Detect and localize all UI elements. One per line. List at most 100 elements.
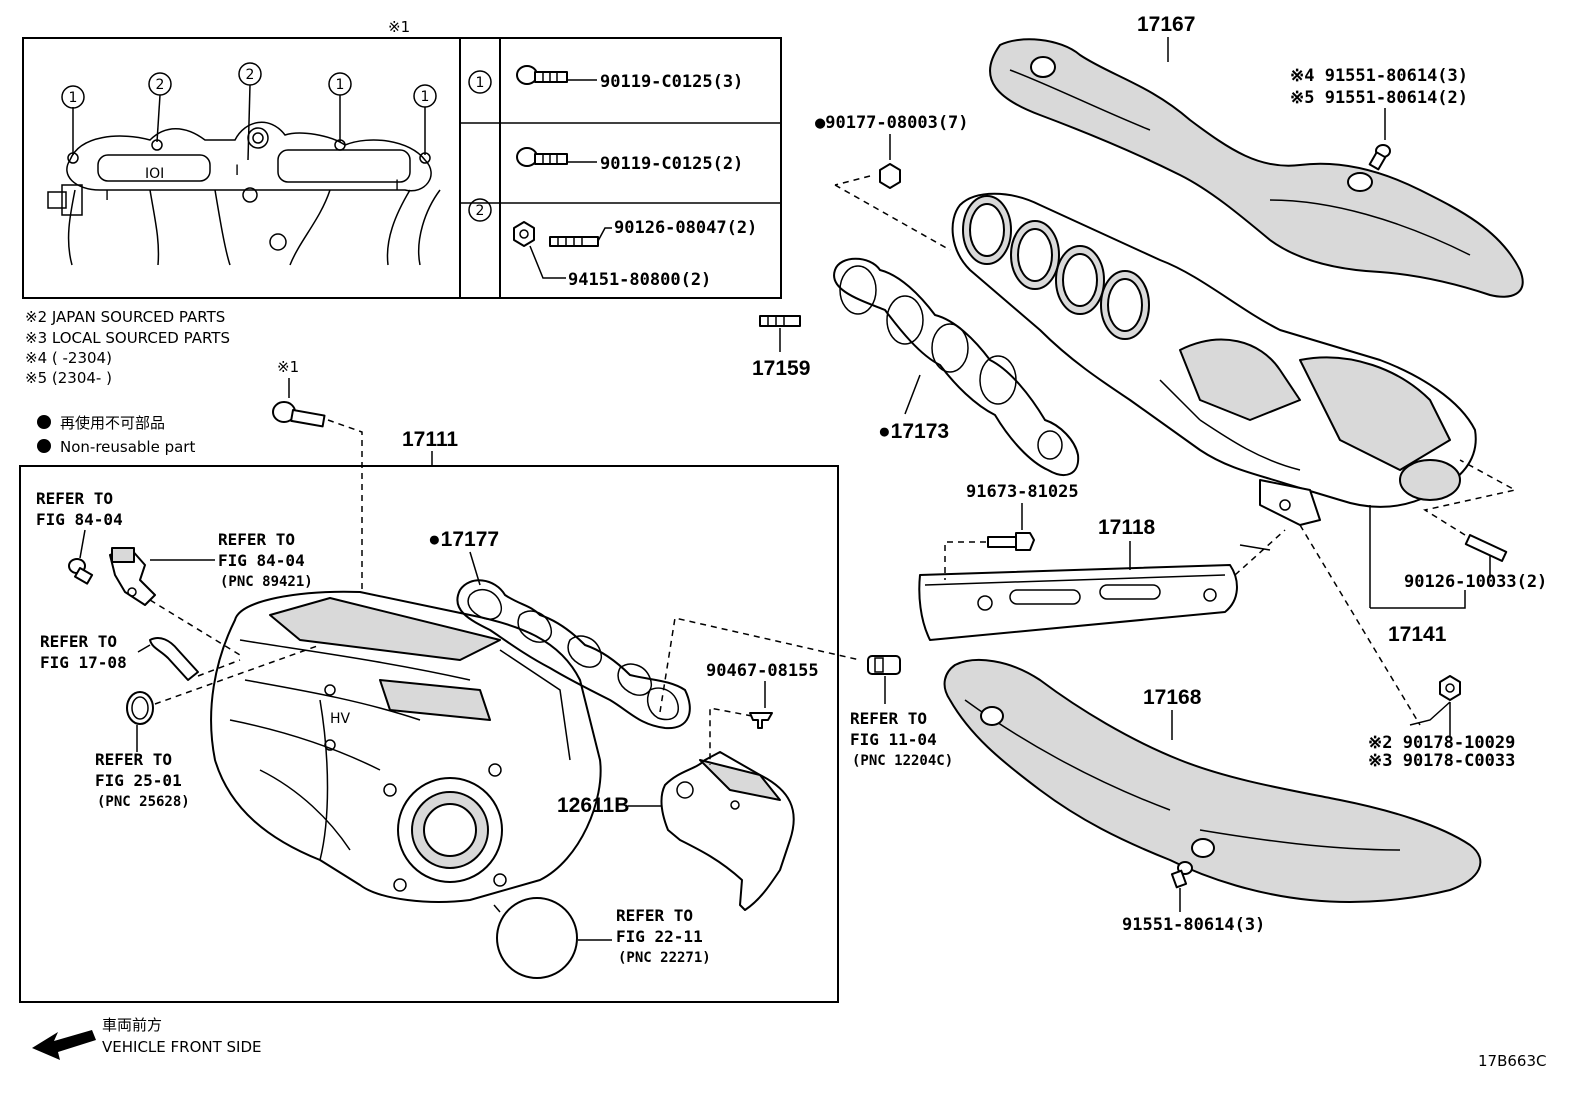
manifold-flange-sketch: IOI I I I	[47, 84, 441, 266]
refer-line: REFER TO	[850, 709, 927, 728]
bolt-location-inset: ※1 IOI I I I	[22, 18, 782, 299]
note-local-sourced: ※3 LOCAL SOURCED PARTS	[25, 329, 230, 347]
nut-icon	[513, 221, 535, 247]
legend-non-reusable-jp: 再使用不可部品	[60, 414, 165, 432]
svg-text:I: I	[105, 188, 109, 204]
vehicle-front-en: VEHICLE FRONT SIDE	[102, 1038, 262, 1056]
svg-text:IOI: IOI	[145, 166, 164, 182]
bolt-callout-label: 1	[69, 90, 78, 106]
part-91551-80614-b: ※5 91551-80614(2)	[1290, 88, 1468, 108]
refer-line: REFER TO	[95, 750, 172, 769]
part-17159: 17159	[752, 357, 810, 380]
refer-line: (PNC 89421)	[220, 574, 313, 590]
stud-icon	[759, 315, 801, 327]
sensor-part	[109, 547, 156, 606]
bolt-icon	[1170, 861, 1193, 889]
bolt-icon	[987, 532, 1035, 551]
refer-25-01: REFER TO FIG 25-01 (PNC 25628)	[95, 750, 190, 810]
refer-line: REFER TO	[616, 906, 693, 925]
part-90126-10033: 90126-10033(2)	[1404, 572, 1547, 592]
vehicle-front-jp: 車両前方	[102, 1016, 162, 1034]
exhaust-manifold	[951, 192, 1477, 526]
refer-line: FIG 25-01	[95, 771, 182, 790]
bolt-icon	[1368, 144, 1391, 171]
refer-line: FIG 22-11	[616, 927, 703, 946]
bolt-callout-2b: 2	[238, 62, 262, 86]
part-91673-81025: 91673-81025	[966, 482, 1079, 502]
o-ring	[496, 897, 578, 979]
intake-gasket	[456, 579, 691, 730]
part-90177-08003: ●90177-08003(7)	[815, 113, 969, 133]
svg-text:HV: HV	[330, 711, 351, 727]
part-17111: 17111	[402, 428, 458, 451]
note-until-2304: ※4 ( -2304)	[25, 349, 112, 367]
bolt-icon	[68, 558, 94, 585]
clip-icon	[749, 712, 773, 729]
note-japan-sourced: ※2 JAPAN SOURCED PARTS	[25, 308, 225, 326]
bolt-icon	[272, 401, 326, 428]
bolt-ref-mark: ※1	[277, 358, 299, 376]
bolt-callout-label: 1	[336, 77, 345, 93]
bolt-callout-1b: 1	[328, 72, 352, 96]
inset-row-1: 1 90119-C0125(3)	[468, 65, 743, 94]
fitting-part	[867, 655, 901, 675]
intake-manifold-assy-box	[19, 465, 839, 1003]
refer-line: REFER TO	[218, 530, 295, 549]
inset-row-3: 2 90126-08047(2) 94151-80800(2)	[468, 198, 757, 290]
refer-line: (PNC 25628)	[97, 794, 190, 810]
refer-line: FIG 17-08	[40, 653, 127, 672]
part-17118: 17118	[1098, 516, 1156, 539]
intake-manifold-body: HV	[210, 590, 602, 903]
inset-row-2-part: 90119-C0125(2)	[600, 154, 743, 174]
bolt-icon	[516, 65, 568, 85]
bolt-callout-label: 2	[156, 77, 165, 93]
part-91551-80614-c: 91551-80614(3)	[1122, 915, 1265, 935]
heat-insulator-upper	[988, 38, 1524, 298]
refer-17-08: REFER TO FIG 17-08	[40, 632, 127, 672]
stud-icon	[549, 236, 599, 247]
nut-icon	[1439, 675, 1461, 701]
inset-row-1-circle: 1	[476, 75, 485, 91]
part-17177: ●17177	[428, 528, 499, 551]
bolt-callout-label: 2	[246, 67, 255, 83]
bolt-icon	[516, 147, 568, 167]
svg-text:I: I	[395, 178, 399, 194]
note-from-2304: ※5 (2304- )	[25, 369, 112, 387]
figure-code: 17B663C	[1478, 1052, 1546, 1070]
non-reusable-bullet-icon	[37, 439, 51, 453]
part-12611b: 12611B	[557, 794, 629, 817]
refer-line: REFER TO	[40, 632, 117, 651]
refer-line: FIG 84-04	[218, 551, 305, 570]
hose-part	[149, 637, 199, 681]
clamp-ring	[126, 691, 154, 725]
refer-11-04: REFER TO FIG 11-04 (PNC 12204C)	[850, 709, 953, 769]
inset-row-3-circle: 2	[476, 203, 485, 219]
bolt-callout-1a: 1	[61, 85, 85, 109]
nut-icon	[879, 163, 901, 189]
part-90467-08155: 90467-08155	[706, 661, 819, 681]
refer-84-04-a: REFER TO FIG 84-04	[36, 489, 123, 529]
vehicle-front-arrow-icon	[32, 1030, 96, 1060]
refer-line: REFER TO	[36, 489, 113, 508]
part-17141: 17141	[1388, 623, 1447, 646]
part-17167: 17167	[1137, 13, 1195, 36]
heat-insulator-lower	[943, 659, 1482, 903]
exhaust-gasket	[833, 257, 1080, 476]
inset-ref-mark: ※1	[388, 18, 410, 36]
part-91551-80614-a: ※4 91551-80614(3)	[1290, 66, 1468, 86]
part-17168: 17168	[1143, 686, 1202, 709]
bolt-callout-label: 1	[421, 89, 430, 105]
part-90178-c0033: ※3 90178-C0033	[1368, 751, 1515, 771]
stud-icon	[1464, 534, 1508, 562]
refer-line: FIG 84-04	[36, 510, 123, 529]
inset-row-2: 90119-C0125(2)	[516, 147, 743, 174]
refer-84-04-b: REFER TO FIG 84-04 (PNC 89421)	[218, 530, 313, 590]
refer-line: (PNC 22271)	[618, 950, 711, 966]
bolt-callout-2a: 2	[148, 72, 172, 96]
refer-line: FIG 11-04	[850, 730, 937, 749]
part-90178-10029: ※2 90178-10029	[1368, 733, 1515, 753]
non-reusable-bullet-icon	[37, 415, 51, 429]
refer-22-11: REFER TO FIG 22-11 (PNC 22271)	[616, 906, 711, 966]
refer-line: (PNC 12204C)	[852, 753, 953, 769]
